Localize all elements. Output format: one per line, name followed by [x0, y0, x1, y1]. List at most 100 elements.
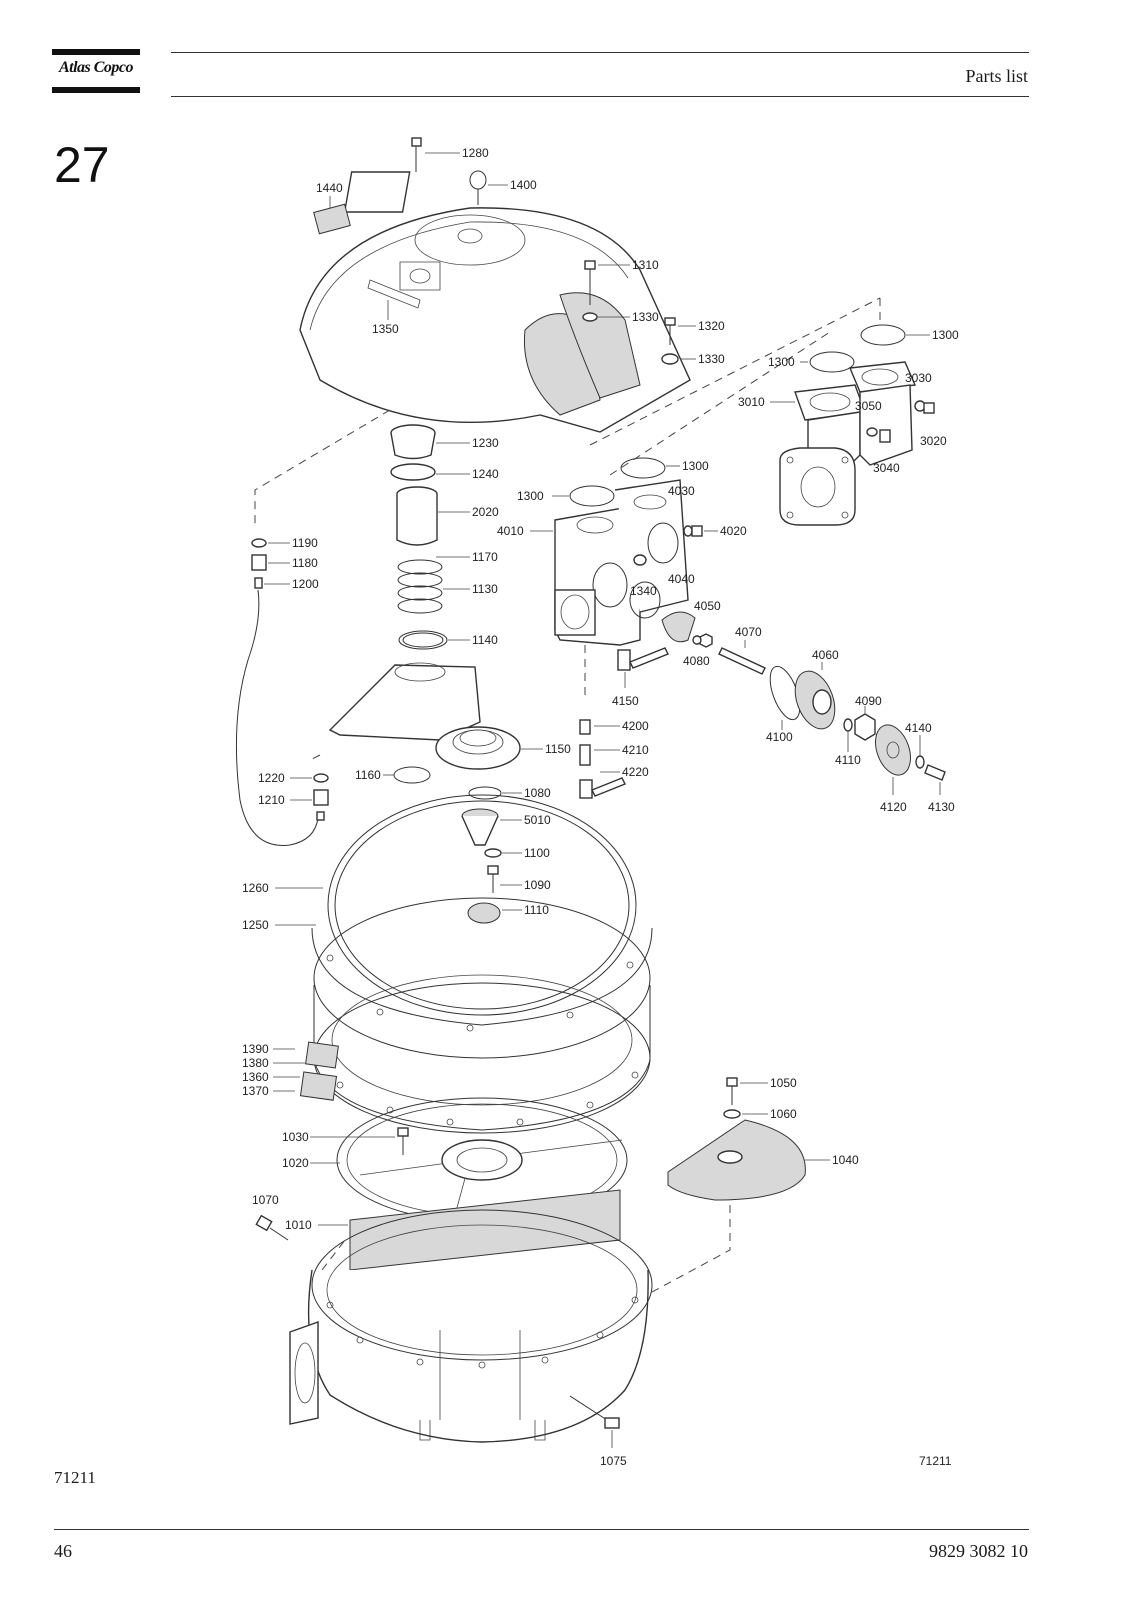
- callout-4030: 4030: [668, 484, 695, 498]
- header-rule-bottom: [171, 96, 1029, 97]
- callout-4210: 4210: [622, 743, 649, 757]
- part-1380-labels: 1390 1380 1360 1370: [242, 1041, 339, 1101]
- callout-4010: 4010: [497, 524, 524, 538]
- callout-3040: 3040: [873, 461, 900, 475]
- part-1110-bushing: 1110: [467, 902, 549, 924]
- part-1280-bolt: 1280: [411, 137, 489, 172]
- callout-2020: 2020: [472, 505, 499, 519]
- callout-1180: 1180: [292, 556, 318, 570]
- callout-5010: 5010: [524, 813, 551, 827]
- callout-1330-a: 1330: [632, 310, 659, 324]
- callout-1300-d: 1300: [517, 489, 544, 503]
- callout-4220: 4220: [622, 765, 649, 779]
- callout-1070: 1070: [252, 1193, 279, 1207]
- logo-wordmark: Atlas Copco: [58, 59, 134, 76]
- part-4150-drain-valve: 4150: [612, 647, 669, 708]
- callout-3030: 3030: [905, 371, 932, 385]
- part-1040-splash-guard: 1040: [667, 1119, 859, 1201]
- callout-1130: 1130: [472, 582, 498, 596]
- part-1060-washer: 1060: [723, 1107, 797, 1121]
- callout-4060: 4060: [812, 648, 839, 662]
- part-1220-washer: 1220: [258, 771, 329, 785]
- top-cover: [299, 171, 691, 433]
- part-4200-nipple: 4200: [579, 719, 649, 735]
- callout-1110: 1110: [524, 903, 549, 917]
- part-4130-bolt: 4130: [924, 764, 955, 814]
- part-1210-fitting: 1210: [258, 789, 329, 821]
- part-4010-valve-block: 1300 1300 4010 4030 4020 1340 4040 4050 …: [497, 457, 747, 668]
- callout-4140: 4140: [905, 721, 932, 735]
- part-4140-washer: 4140: [905, 721, 932, 769]
- part-1070-sensor: 1070: [252, 1193, 289, 1241]
- part-1320-bolt: 1320 1330: [661, 317, 725, 366]
- callout-1075: 1075: [600, 1454, 627, 1468]
- part-1440-label: 1440: [313, 181, 351, 235]
- callout-1200: 1200: [292, 577, 319, 591]
- callout-1240: 1240: [472, 467, 499, 481]
- part-1010-sleeve: 1010: [285, 1189, 621, 1271]
- callout-4080: 4080: [683, 654, 710, 668]
- callout-1040: 1040: [832, 1153, 859, 1167]
- callout-4120: 4120: [880, 800, 907, 814]
- part-4220-valve: 4220: [579, 765, 649, 799]
- callout-1250: 1250: [242, 918, 269, 932]
- part-1020-frame: 1020: [282, 1097, 628, 1223]
- callout-1260: 1260: [242, 881, 269, 895]
- callout-1350: 1350: [372, 322, 399, 336]
- callout-4040: 4040: [668, 572, 695, 586]
- callout-1100: 1100: [524, 846, 550, 860]
- callout-1140: 1140: [472, 633, 498, 647]
- callout-1090: 1090: [524, 878, 551, 892]
- callout-1300-b: 1300: [768, 355, 795, 369]
- part-4070-shaft: 4070: [718, 625, 766, 675]
- callout-1220: 1220: [258, 771, 285, 785]
- part-4120-fan: 4120: [875, 724, 911, 814]
- part-1080-oring: 1080: [468, 786, 551, 800]
- section-number: 27: [54, 137, 110, 193]
- callout-1360: 1360: [242, 1070, 269, 1084]
- part-2020-cylinder: 2020: [396, 486, 499, 546]
- part-4110-washer: 4110: [835, 718, 861, 767]
- part-1250-bowl: 1250: [242, 897, 653, 1134]
- callout-4020: 4020: [720, 524, 747, 538]
- part-1030-bolt: 1030: [282, 1127, 409, 1155]
- part-4060-impeller: 4060: [794, 648, 839, 730]
- callout-4150: 4150: [612, 694, 639, 708]
- logo-bar-bottom: [52, 87, 140, 93]
- callout-3010: 3010: [738, 395, 765, 409]
- footer-rule: [54, 1529, 1029, 1530]
- part-3010-flange-housing: 1300 1300 3010 3030 3050 3020 3040: [738, 324, 959, 526]
- callout-1320: 1320: [698, 319, 725, 333]
- logo-bar-top: [52, 49, 140, 55]
- drawing-ref-left: 71211: [54, 1468, 96, 1487]
- part-1100-washer: 1100: [484, 846, 550, 860]
- callout-3020: 3020: [920, 434, 947, 448]
- callout-1150: 1150: [545, 742, 571, 756]
- callout-4050: 4050: [694, 599, 721, 613]
- part-5010-nozzle: 5010: [461, 808, 551, 846]
- callout-1190: 1190: [292, 536, 318, 550]
- part-1170-spring: 1170 1130: [397, 550, 498, 614]
- callout-1080: 1080: [524, 786, 551, 800]
- part-1400-eyebolt: 1400: [469, 170, 537, 205]
- callout-1380: 1380: [242, 1056, 269, 1070]
- part-1140-ring: 1140: [398, 630, 498, 650]
- callout-1300-c: 1300: [682, 459, 709, 473]
- part-1150-cone-plate: 1150: [328, 662, 571, 770]
- drawing-ref-right: 71211: [919, 1454, 952, 1468]
- part-4210-fitting: 4210: [579, 743, 649, 766]
- header-title: Parts list: [965, 66, 1028, 86]
- part-1230-sleeve: 1230: [390, 424, 499, 460]
- part-1240-ring: 1240: [390, 463, 499, 481]
- callout-1160: 1160: [355, 768, 381, 782]
- header-rule-top: [171, 52, 1029, 53]
- callout-1370: 1370: [242, 1084, 269, 1098]
- callout-1230: 1230: [472, 436, 499, 450]
- callout-4130: 4130: [928, 800, 955, 814]
- callout-1050: 1050: [770, 1076, 797, 1090]
- part-1050-bolt: 1050: [726, 1076, 797, 1105]
- part-1190-sensor-set: 1190 1180 1200: [235, 536, 319, 846]
- callout-3050: 3050: [855, 399, 882, 413]
- callout-1020: 1020: [282, 1156, 309, 1170]
